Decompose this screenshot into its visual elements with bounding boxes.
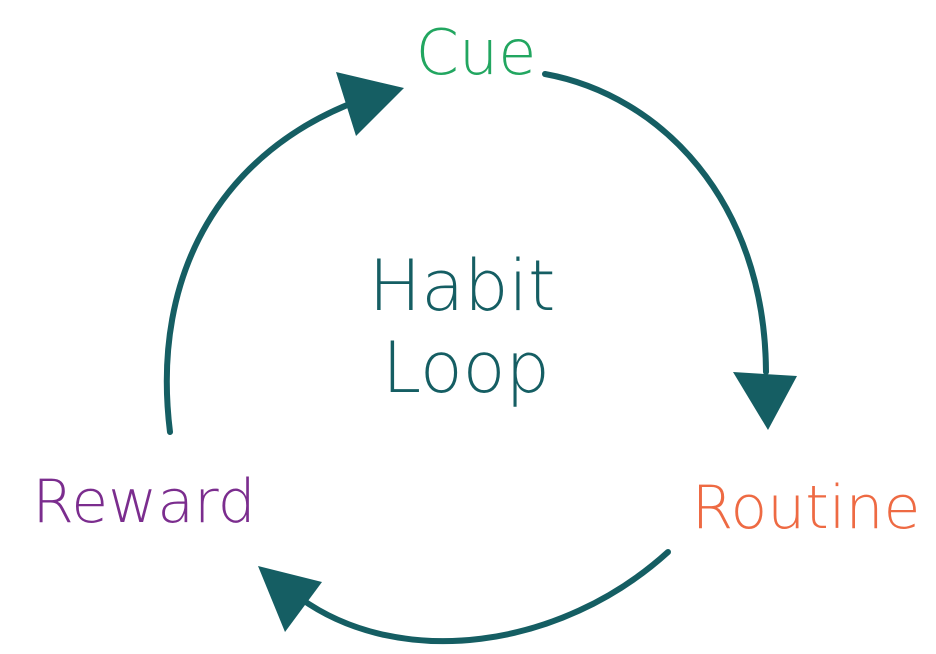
arc-cue-to-routine bbox=[542, 71, 769, 375]
node-label-cue: Cue bbox=[416, 16, 537, 89]
arrowhead-routine-icon bbox=[733, 372, 797, 430]
center-title-line2: Loop bbox=[382, 327, 550, 409]
arrowhead-cue-icon bbox=[336, 72, 404, 136]
node-label-reward: Reward bbox=[32, 467, 255, 537]
arc-reward-to-cue bbox=[163, 97, 363, 435]
arc-routine-to-reward bbox=[297, 549, 671, 645]
node-label-routine: Routine bbox=[692, 473, 921, 543]
arrowhead-reward-icon bbox=[258, 566, 322, 632]
center-title-line1: Habit bbox=[369, 245, 556, 327]
